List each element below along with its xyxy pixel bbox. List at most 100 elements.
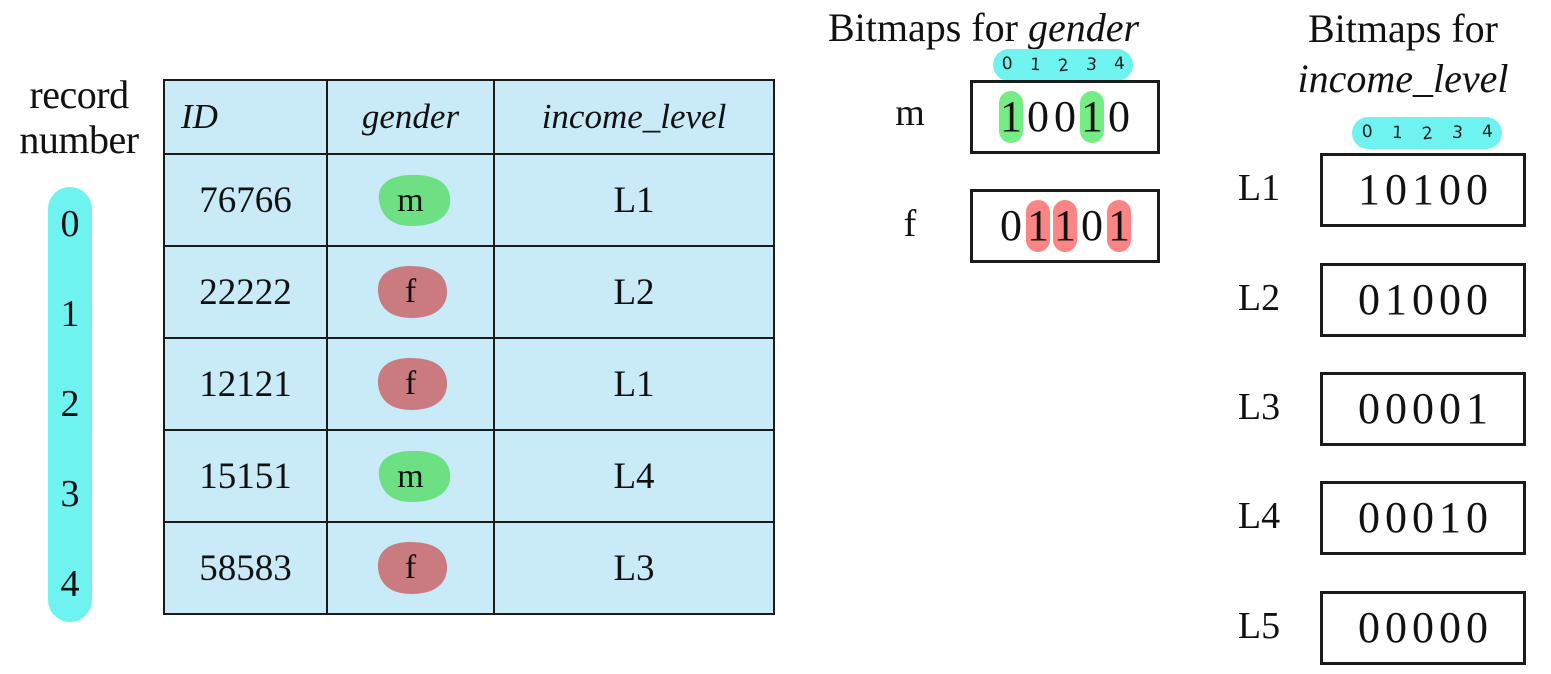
bit-3: 1: [1079, 93, 1106, 141]
bit-0: 0: [1358, 493, 1380, 542]
gender-index-1: 1: [1029, 54, 1041, 76]
income-bitmap-label-L3: L3: [1237, 386, 1281, 428]
gender-blob-f: f: [372, 264, 450, 320]
bit-0: 0: [1000, 201, 1022, 250]
column-header-income-level: income_level: [493, 79, 775, 155]
gender-blob-m: m: [369, 449, 453, 503]
gender-bitmap-label-f: f: [903, 203, 917, 245]
table-row: 12121 f L1: [163, 337, 775, 431]
income-bitmaps-title: Bitmaps for income_level: [1258, 4, 1548, 104]
income-index-2: 2: [1420, 123, 1434, 145]
cell-gender: m: [326, 429, 495, 523]
income-bitmaps-title-prefix: Bitmaps for: [1308, 6, 1498, 51]
gender-index-2: 2: [1056, 55, 1070, 77]
cell-gender: f: [326, 337, 495, 431]
table-row: 58583 f L3: [163, 521, 775, 615]
bit-2: 1: [1052, 202, 1079, 250]
income-index-4: 4: [1481, 121, 1493, 143]
income-bitmap-label-L4: L4: [1237, 495, 1281, 537]
column-header-id: ID: [163, 79, 328, 155]
records-table-header-row: ID gender income_level: [163, 79, 775, 155]
income-bitmap-label-L2: L2: [1237, 277, 1281, 319]
cell-id: 58583: [163, 521, 328, 615]
bit-0: 1: [1358, 165, 1380, 214]
record-number-caption: record number: [4, 72, 154, 162]
bit-3: 0: [1439, 165, 1461, 214]
bit-3: 0: [1081, 201, 1103, 250]
bit-4: 0: [1466, 603, 1488, 652]
income-index-0: 0: [1360, 121, 1374, 143]
cell-income-level: L1: [493, 337, 775, 431]
cell-income-level: L3: [493, 521, 775, 615]
gender-bitmaps-title-column: gender: [1027, 5, 1140, 50]
record-number-2: 2: [60, 383, 80, 425]
bit-1: 0: [1385, 165, 1407, 214]
bit-4: 0: [1108, 92, 1130, 141]
gender-blob-label: m: [397, 182, 424, 219]
cell-id: 22222: [163, 245, 328, 339]
gender-blob-label: f: [404, 365, 417, 402]
bit-4: 1: [1106, 202, 1133, 250]
gender-blob-f: f: [372, 540, 450, 596]
record-number-caption-line1: record: [29, 72, 129, 117]
gender-bitmaps-title: Bitmaps for gender: [828, 4, 1139, 52]
bit-0: 1: [998, 93, 1025, 141]
bit-1: 1: [1025, 202, 1052, 250]
bit-3: 1: [1439, 493, 1461, 542]
bit-1: 0: [1385, 603, 1407, 652]
cell-income-level: L2: [493, 245, 775, 339]
records-table-head: ID gender income_level: [163, 79, 775, 155]
cell-id: 12121: [163, 337, 328, 431]
cell-gender: f: [326, 521, 495, 615]
bit-2: 0: [1412, 275, 1434, 324]
gender-bitmap-label-m: m: [895, 92, 925, 134]
table-row: 22222 f L2: [163, 245, 775, 339]
income-index-1: 1: [1391, 122, 1403, 144]
bit-1: 1: [1385, 275, 1407, 324]
income-bitmap-label-L1: L1: [1237, 167, 1281, 209]
gender-index-4: 4: [1113, 53, 1125, 75]
gender-blob-f: f: [372, 356, 450, 412]
record-number-4: 4: [60, 563, 80, 605]
gender-bitmaps-title-prefix: Bitmaps for: [828, 5, 1028, 50]
gender-blob-m: m: [369, 173, 453, 227]
gender-blob-label: f: [404, 273, 417, 310]
record-number-3: 3: [60, 473, 80, 515]
bit-2: 1: [1412, 165, 1434, 214]
gender-blob-label: f: [404, 549, 417, 586]
bit-4: 0: [1466, 165, 1488, 214]
income-bitmaps-title-column: income_level: [1297, 56, 1509, 101]
bit-2: 0: [1412, 603, 1434, 652]
cell-gender: f: [326, 245, 495, 339]
cell-gender: m: [326, 153, 495, 247]
cell-income-level: L4: [493, 429, 775, 523]
gender-index-0: 0: [1000, 53, 1014, 75]
record-number-caption-line2: number: [19, 117, 139, 162]
record-number-1: 1: [60, 293, 80, 335]
cell-id: 76766: [163, 153, 328, 247]
bit-1: 0: [1385, 384, 1407, 433]
column-header-gender: gender: [326, 79, 495, 155]
bit-4: 0: [1466, 493, 1488, 542]
bit-4: 0: [1466, 275, 1488, 324]
